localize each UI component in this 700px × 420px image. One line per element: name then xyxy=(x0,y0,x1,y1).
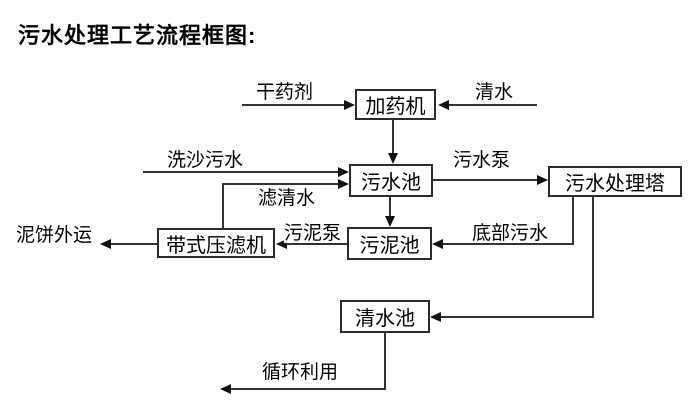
node-sludge-pool: 污泥池 xyxy=(347,227,432,260)
line-filtered-water-horizontal xyxy=(222,183,341,185)
label-dry-chemical: 干药剂 xyxy=(256,82,314,103)
arrowhead-filtered-water-icon xyxy=(338,179,349,189)
arrowhead-bottom-sewage-icon xyxy=(432,239,443,249)
label-recycle-use: 循环利用 xyxy=(262,362,339,383)
page-title: 污水处理工艺流程框图: xyxy=(18,23,257,48)
line-sand-washing-sewage xyxy=(143,171,341,173)
label-clean-water: 清水 xyxy=(475,82,514,103)
label-sewage-pump: 污水泵 xyxy=(453,150,511,171)
node-sewage-treatment-tower: 污水处理塔 xyxy=(548,166,682,197)
arrowhead-mud-cake-icon xyxy=(100,239,111,249)
label-filtered-water: 滤清水 xyxy=(258,188,316,209)
line-recycle-vertical xyxy=(384,333,386,390)
line-bottom-sewage-horizontal xyxy=(443,243,574,245)
line-dosing-to-sewage xyxy=(392,120,394,157)
label-bottom-sewage: 底部污水 xyxy=(472,223,549,244)
line-recycle-horizontal xyxy=(231,388,386,390)
node-belt-filter-press: 带式压滤机 xyxy=(157,228,275,258)
line-sludge-pump xyxy=(287,243,347,245)
arrowhead-recycle-icon xyxy=(220,384,231,394)
line-mud-cake-out xyxy=(111,243,157,245)
node-dosing-machine: 加药机 xyxy=(355,89,436,120)
line-tower-to-clean-vertical xyxy=(592,197,594,318)
arrowhead-dosing-to-sewage-icon xyxy=(388,153,398,164)
node-sewage-pool: 污水池 xyxy=(349,164,433,197)
line-clean-water xyxy=(449,104,537,106)
label-sand-washing-sewage: 洗沙污水 xyxy=(167,150,244,171)
arrowhead-tower-to-clean-icon xyxy=(430,312,441,322)
arrowhead-sludge-pump-icon xyxy=(276,239,287,249)
arrowhead-sand-washing-icon xyxy=(338,167,349,177)
label-mud-cake-out: 泥饼外运 xyxy=(16,225,93,246)
line-filtered-water-vertical xyxy=(222,183,224,228)
line-dry-chemical xyxy=(242,104,347,106)
arrowhead-dry-chemical-icon xyxy=(344,100,355,110)
line-bottom-sewage-vertical xyxy=(572,197,574,245)
arrowhead-clean-water-icon xyxy=(438,100,449,110)
line-sewage-pump xyxy=(433,179,539,181)
line-sewage-to-sludge xyxy=(389,197,391,217)
arrowhead-sewage-pump-icon xyxy=(537,175,548,185)
line-tower-to-clean-horizontal xyxy=(441,316,594,318)
arrowhead-sewage-to-sludge-icon xyxy=(385,216,395,227)
label-sludge-pump: 污泥泵 xyxy=(284,223,342,244)
node-clean-water-pool: 清水池 xyxy=(340,300,430,333)
